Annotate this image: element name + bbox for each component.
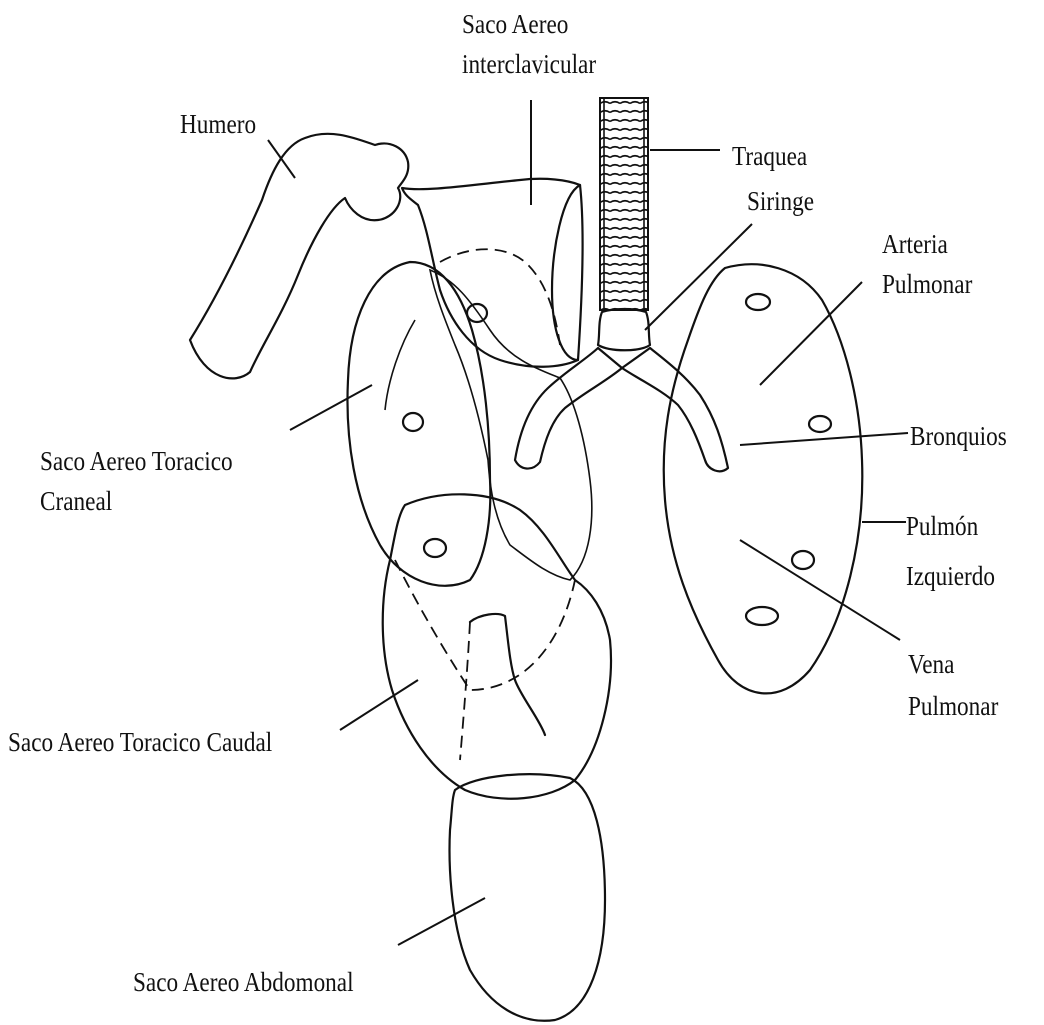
label-arteria-line1: Arteria xyxy=(882,228,948,260)
label-humero: Humero xyxy=(180,108,256,140)
interclavicular-sac xyxy=(402,179,583,367)
label-siringe: Siringe xyxy=(747,185,814,217)
label-bronquios: Bronquios xyxy=(910,420,1007,452)
label-abdomonal: Saco Aereo Abdomonal xyxy=(133,966,354,998)
label-toracico-craneal-line1: Saco Aereo Toracico xyxy=(40,445,233,477)
label-arteria-line2: Pulmonar xyxy=(882,268,972,300)
caudal-sac-dashed xyxy=(395,560,575,690)
lung-ostium-2 xyxy=(809,416,831,432)
label-pulmon-line2: Izquierdo xyxy=(906,560,995,592)
label-pulmon-line1: Pulmón xyxy=(906,510,978,542)
leader-bronquios xyxy=(740,433,908,445)
right-bronchus xyxy=(622,348,728,471)
interclavicular-sac-opening xyxy=(552,185,580,360)
lung-ostium-4 xyxy=(746,607,778,625)
syrinx xyxy=(598,309,650,350)
label-traquea: Traquea xyxy=(732,140,807,172)
right-lung xyxy=(430,270,592,580)
label-vena-line2: Pulmonar xyxy=(908,690,998,722)
trachea xyxy=(600,98,648,310)
label-interclavicular-line2: interclavicular xyxy=(462,48,596,80)
caudal-thoracic-sac xyxy=(383,494,611,798)
label-interclavicular-line1: Saco Aereo xyxy=(462,8,568,40)
lung-ostium-1 xyxy=(746,294,770,310)
caudal-sac-ostium xyxy=(424,539,446,557)
leader-abdomonal xyxy=(398,898,485,945)
cranial-sac-ostium xyxy=(403,413,423,431)
label-toracico-caudal: Saco Aereo Toracico Caudal xyxy=(8,726,272,758)
abdominal-sac xyxy=(450,774,605,1021)
leader-craneal xyxy=(290,385,372,430)
leader-arteria xyxy=(760,282,862,385)
label-toracico-craneal-line2: Craneal xyxy=(40,485,112,517)
humerus-shape xyxy=(190,134,408,379)
lung-ostium-3 xyxy=(792,551,814,569)
left-lung xyxy=(664,264,863,693)
interclavicular-ostium xyxy=(467,304,487,322)
cranial-thoracic-sac xyxy=(347,262,490,586)
caudal-sac-tube xyxy=(470,614,545,735)
label-vena-line1: Vena xyxy=(908,648,954,680)
